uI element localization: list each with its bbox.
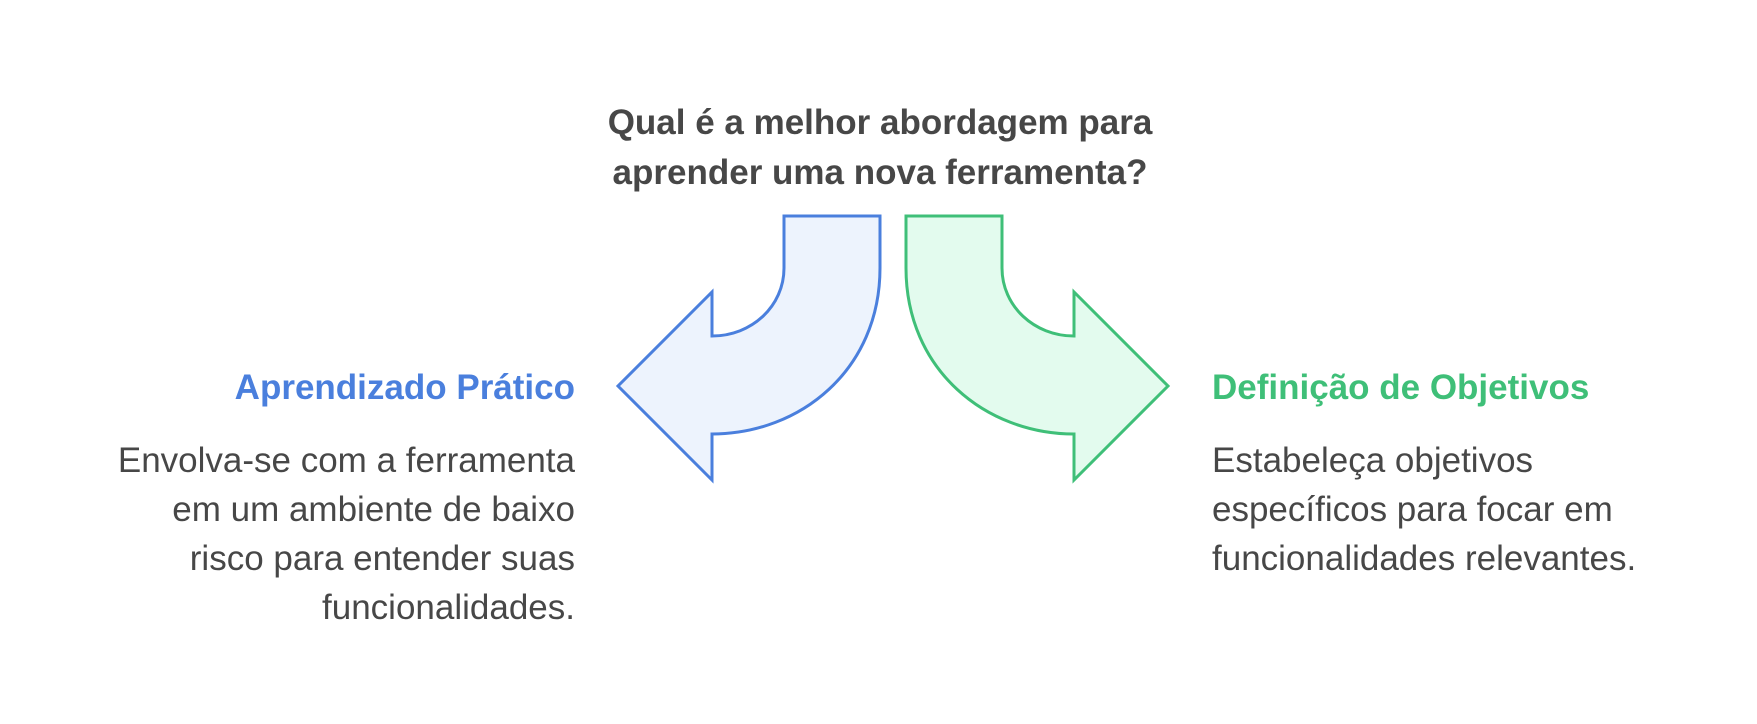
description-line: específicos para focar em [1212, 490, 1613, 529]
description-line: Envolva-se com a ferramenta [117, 441, 575, 480]
question-heading: Qual é a melhor abordagem para aprender … [560, 98, 1200, 198]
option-description-aprendizado-pratico: Envolva-se com a ferramenta em um ambien… [15, 436, 575, 632]
description-line: funcionalidades relevantes. [1212, 539, 1637, 578]
description-line: Estabeleça objetivos [1212, 441, 1534, 480]
option-title-definicao-de-objetivos: Definição de Objetivos [1212, 368, 1590, 407]
description-line: risco para entender suas [189, 539, 575, 578]
question-line-1: Qual é a melhor abordagem para [607, 103, 1153, 142]
question-line-2: aprender uma nova ferramenta? [612, 153, 1148, 192]
option-title-aprendizado-pratico: Aprendizado Prático [234, 368, 575, 407]
description-line: funcionalidades. [322, 588, 575, 627]
curved-arrow-right-icon [904, 214, 1171, 484]
description-line: em um ambiente de baixo [172, 490, 575, 529]
option-description-definicao-de-objetivos: Estabeleça objetivos específicos para fo… [1212, 436, 1732, 583]
curved-arrow-left-icon [615, 214, 882, 484]
